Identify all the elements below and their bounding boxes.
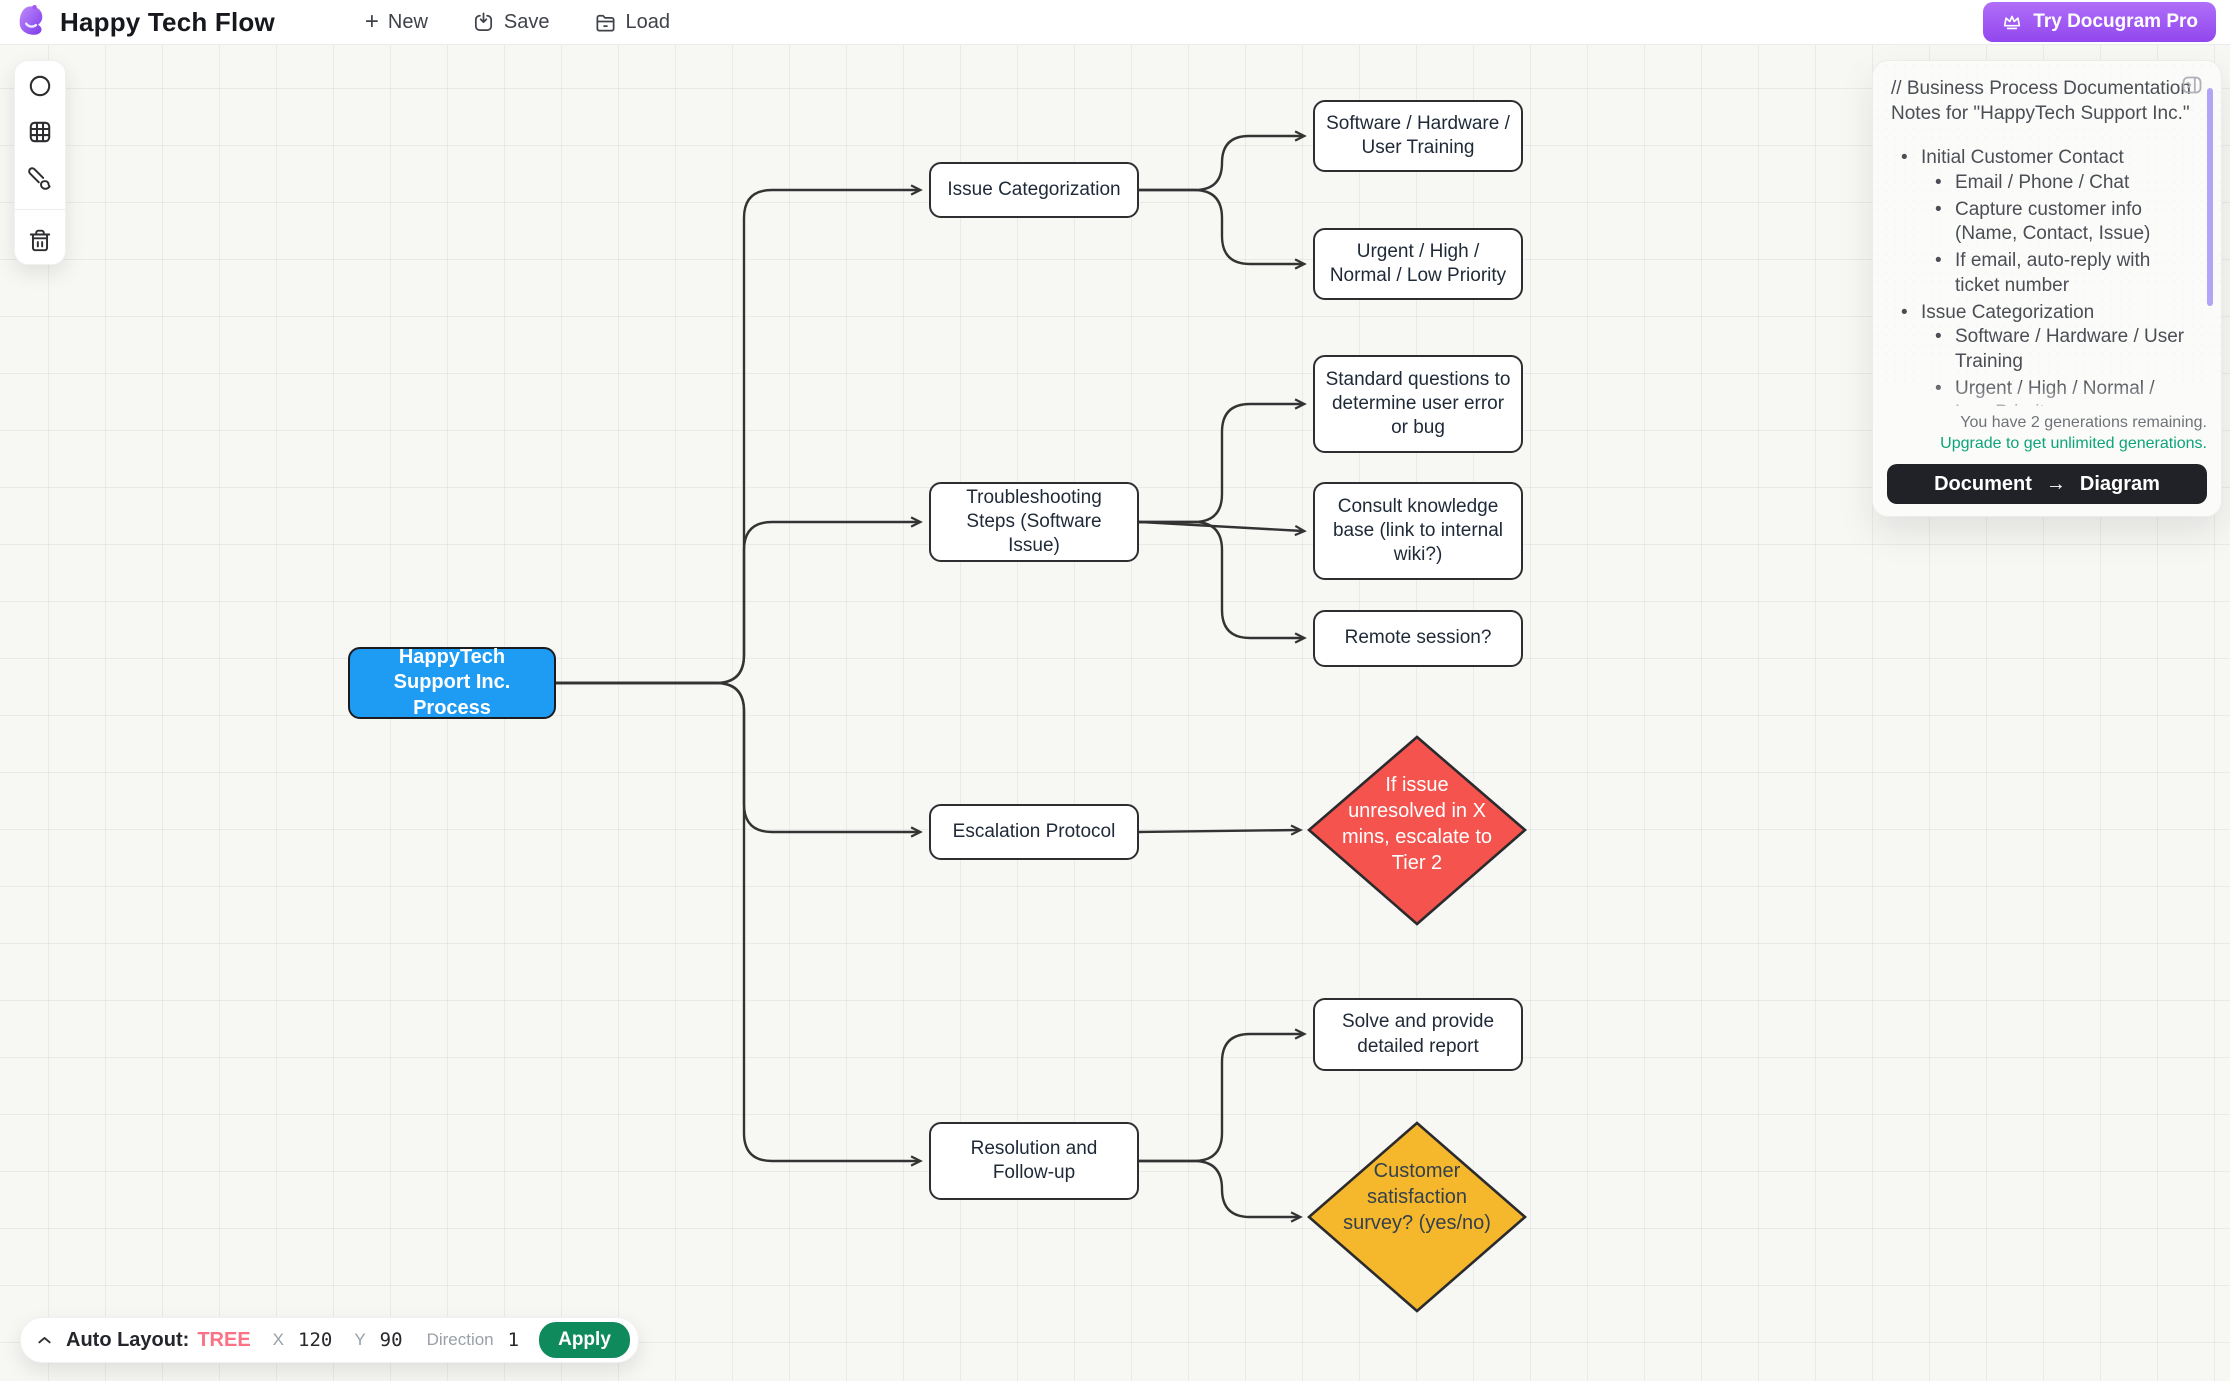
load-button[interactable]: Load — [594, 10, 671, 34]
direction-label: Direction — [426, 1330, 494, 1349]
new-label: New — [387, 10, 428, 33]
panel-collapse-button[interactable] — [2179, 73, 2205, 97]
flow-edge — [554, 184, 923, 685]
notes-title: // Business Process Documentation Notes … — [1891, 78, 2191, 124]
node-issue-categorization[interactable]: Issue Categorization — [929, 162, 1139, 218]
notes-list: Initial Customer ContactEmail / Phone / … — [1891, 146, 2191, 406]
auto-layout-bar: Auto Layout: TREE X 120 Y 90 Direction 1… — [20, 1317, 639, 1363]
app-title: Happy Tech Flow — [60, 6, 275, 37]
upgrade-link[interactable]: Upgrade to get unlimited generations. — [1940, 435, 2207, 452]
flow-edge — [1137, 824, 1303, 836]
flow-edge — [1137, 188, 1307, 270]
direction-input[interactable]: 1 — [507, 1329, 520, 1351]
folder-icon — [595, 14, 615, 32]
x-label: X — [272, 1330, 284, 1349]
survey-decision-diamond[interactable] — [1307, 1121, 1527, 1313]
save-button[interactable]: Save — [472, 11, 550, 34]
save-label: Save — [503, 10, 550, 33]
convert-right-label: Diagram — [2079, 472, 2160, 495]
notes-panel: // Business Process Documentation Notes … — [1872, 60, 2222, 517]
layout-mode-value[interactable]: TREE — [197, 1328, 251, 1351]
try-pro-button[interactable]: Try Docugram Pro — [1983, 2, 2216, 42]
trash-tool-button[interactable] — [27, 228, 53, 254]
circle-icon — [29, 75, 51, 97]
notes-editor[interactable]: // Business Process Documentation Notes … — [1891, 77, 2191, 406]
node-standard-questions[interactable]: Standard questions to determine user err… — [1313, 355, 1523, 453]
apply-layout-button[interactable]: Apply — [539, 1322, 630, 1358]
escalation-decision-diamond[interactable] — [1307, 735, 1527, 926]
node-root[interactable]: HappyTech Support Inc. Process — [348, 646, 556, 719]
generations-remaining-text: You have 2 generations remaining. — [1960, 414, 2207, 431]
app-header: Happy Tech Flow + New Save Load Try Docu… — [0, 0, 2230, 45]
note-subitem: Software / Hardware / User Training — [1935, 325, 2191, 374]
flow-edge — [554, 681, 923, 838]
y-label: Y — [354, 1330, 366, 1349]
flow-edge — [1137, 520, 1307, 537]
node-resolution[interactable]: Resolution and Follow-up — [929, 1122, 1139, 1200]
header-menu: + New Save Load — [365, 10, 670, 34]
panel-collapse-right-icon — [2182, 76, 2202, 94]
load-label: Load — [625, 10, 671, 33]
try-pro-label: Try Docugram Pro — [2033, 11, 2198, 32]
arrow-right-icon: → — [2045, 472, 2066, 495]
flow-edge — [1137, 520, 1307, 644]
node-troubleshooting[interactable]: Troubleshooting Steps (Software Issue) — [929, 482, 1139, 562]
trash-icon — [29, 229, 51, 252]
auto-layout-label: Auto Layout: — [66, 1328, 190, 1351]
chevron-up-icon — [38, 1337, 51, 1344]
flow-edge — [554, 681, 923, 1167]
document-to-diagram-button[interactable]: Document → Diagram — [1887, 464, 2207, 504]
plus-icon: + — [364, 8, 379, 35]
flow-edge — [554, 516, 923, 685]
note-item: Initial Customer ContactEmail / Phone / … — [1901, 146, 2191, 298]
note-subitem: Email / Phone / Chat — [1935, 171, 2191, 196]
brush-tool-button[interactable] — [27, 165, 53, 191]
grid-icon — [29, 121, 51, 143]
note-subitem: If email, auto-reply with ticket number — [1935, 249, 2191, 298]
node-solve-report[interactable]: Solve and provide detailed report — [1313, 998, 1523, 1071]
node-consult-kb[interactable]: Consult knowledge base (link to internal… — [1313, 482, 1523, 580]
flow-edge — [1137, 1159, 1303, 1223]
new-button[interactable]: + New — [365, 10, 428, 34]
node-software-hardware[interactable]: Software / Hardware / User Training — [1313, 100, 1523, 172]
y-spacing-input[interactable]: 90 — [379, 1329, 403, 1351]
node-escalation-protocol[interactable]: Escalation Protocol — [929, 804, 1139, 860]
flow-edge — [1137, 130, 1307, 192]
convert-left-label: Document — [1934, 472, 2032, 495]
flow-edge — [1137, 1028, 1307, 1163]
collapse-layout-bar-button[interactable] — [37, 1335, 52, 1345]
shape-toolbar — [14, 60, 66, 265]
save-tray-icon — [474, 12, 492, 31]
node-priority[interactable]: Urgent / High / Normal / Low Priority — [1313, 228, 1523, 300]
brand: Happy Tech Flow — [14, 3, 275, 41]
octopus-logo-icon — [19, 5, 43, 35]
panel-scrollbar-thumb[interactable] — [2207, 88, 2213, 306]
crown-icon — [2004, 15, 2021, 30]
note-subitem: Capture customer info (Name, Contact, Is… — [1935, 198, 2191, 247]
circle-tool-button[interactable] — [27, 73, 53, 99]
x-spacing-input[interactable]: 120 — [298, 1329, 333, 1351]
grid-tool-button[interactable] — [27, 119, 53, 145]
panel-footer: You have 2 generations remaining. Upgrad… — [1873, 380, 2221, 516]
flow-edge — [1137, 398, 1307, 524]
brush-icon — [28, 167, 51, 190]
node-remote-session[interactable]: Remote session? — [1313, 610, 1523, 667]
toolbar-divider — [15, 209, 65, 210]
